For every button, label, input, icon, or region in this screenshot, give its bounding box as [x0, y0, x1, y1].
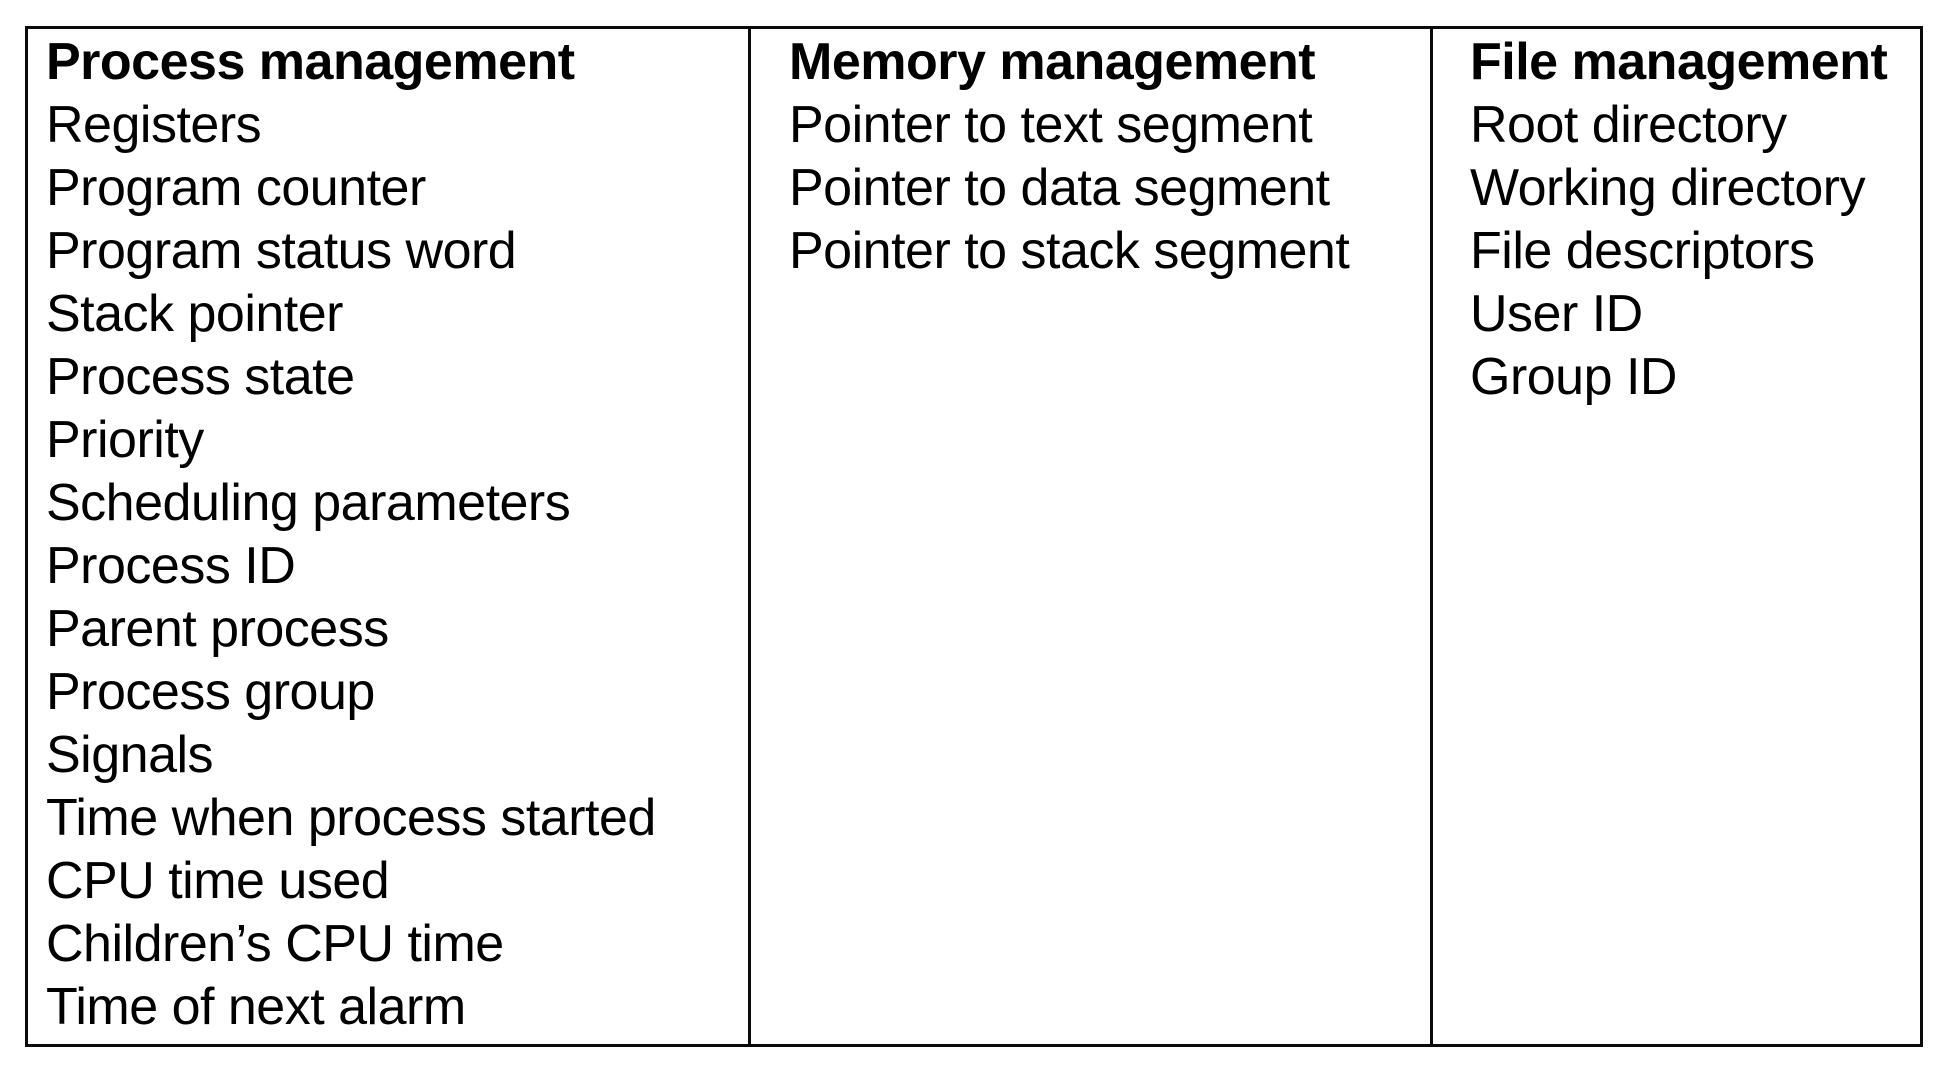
column-header-file-management: File management: [1470, 33, 1888, 91]
field-item: Root directory: [1470, 96, 1787, 154]
field-item: Group ID: [1470, 348, 1677, 406]
field-item: User ID: [1470, 285, 1643, 343]
field-item: Stack pointer: [46, 285, 344, 343]
field-item: Pointer to stack segment: [789, 222, 1350, 280]
field-item: Scheduling parameters: [46, 474, 571, 532]
field-item: Program counter: [46, 159, 426, 217]
field-item: Program status word: [46, 222, 517, 280]
field-item: File descriptors: [1470, 222, 1815, 280]
field-item: Pointer to text segment: [789, 96, 1313, 154]
field-item: Time of next alarm: [46, 978, 466, 1036]
field-item: Parent process: [46, 600, 389, 658]
column-header-memory-management: Memory management: [789, 33, 1316, 91]
field-item: Process state: [46, 348, 355, 406]
field-item: Registers: [46, 96, 262, 154]
field-item: Time when process started: [46, 789, 656, 847]
column-header-process-management: Process management: [46, 33, 575, 91]
field-item: Process group: [46, 663, 375, 721]
field-item: Signals: [46, 726, 214, 784]
field-item: Priority: [46, 411, 204, 469]
field-item: Process ID: [46, 537, 296, 595]
field-item: CPU time used: [46, 852, 390, 910]
field-item: Children’s CPU time: [46, 915, 504, 973]
field-item: Working directory: [1470, 159, 1866, 217]
field-item: Pointer to data segment: [789, 159, 1330, 217]
